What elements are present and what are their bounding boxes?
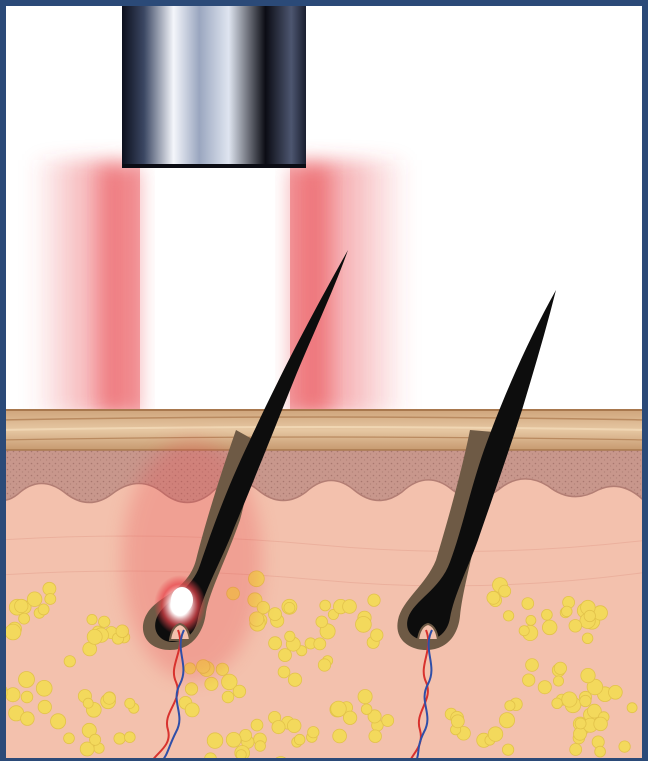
fat-cell	[526, 615, 536, 625]
fat-cell	[45, 594, 56, 605]
fat-cell	[595, 746, 606, 757]
fat-cell	[542, 620, 557, 635]
fat-cell	[356, 617, 372, 633]
fat-cell	[619, 741, 630, 752]
fat-cell	[562, 606, 573, 617]
fat-cell	[316, 616, 328, 628]
fat-cell	[488, 727, 503, 742]
fat-cell	[580, 695, 591, 706]
fat-cell	[523, 674, 535, 686]
fat-cell	[542, 609, 553, 620]
fat-cell	[552, 698, 563, 709]
fat-cell	[505, 701, 515, 711]
fat-cell	[205, 677, 218, 690]
fat-cell	[371, 629, 383, 641]
fat-cell	[21, 691, 33, 703]
fat-cell	[451, 715, 464, 728]
fat-cell	[19, 672, 35, 688]
fat-cell	[99, 616, 110, 627]
fat-cell	[15, 599, 28, 612]
fat-cell	[368, 594, 380, 606]
fat-cell	[233, 685, 246, 698]
fat-cell	[570, 744, 582, 756]
fat-cell	[269, 608, 282, 621]
fat-cell	[287, 719, 301, 733]
fat-cell	[64, 733, 75, 744]
fat-cell	[361, 704, 372, 715]
fat-cell	[522, 598, 534, 610]
fat-cell	[584, 610, 595, 621]
fat-cell	[575, 718, 586, 729]
fat-cell	[185, 683, 197, 695]
fat-cell	[318, 659, 330, 671]
fat-cell	[51, 714, 66, 729]
fat-cell	[103, 692, 115, 704]
fat-cell	[314, 638, 326, 650]
fat-cell	[554, 662, 566, 674]
fat-cell	[272, 721, 285, 734]
fat-cell	[308, 727, 319, 738]
fat-cell	[369, 730, 382, 743]
fat-cell	[526, 659, 539, 672]
fat-cell	[538, 681, 551, 694]
fat-cell	[269, 637, 282, 650]
fat-cell	[87, 629, 102, 644]
fat-cell	[581, 668, 595, 682]
fat-cell	[503, 611, 513, 621]
laser-applicator	[122, 0, 306, 168]
fat-cell	[83, 698, 93, 708]
fat-cell	[627, 703, 637, 713]
fat-cell	[278, 666, 290, 678]
fat-cell	[21, 712, 35, 726]
fat-cell	[251, 719, 263, 731]
fat-cell	[609, 685, 623, 699]
fat-cell	[294, 734, 305, 745]
fat-cell	[519, 626, 529, 636]
fat-cell	[284, 602, 295, 613]
fat-cell	[487, 591, 500, 604]
fat-cell	[285, 631, 295, 641]
fat-cell	[499, 713, 514, 728]
laser-beam	[30, 160, 410, 415]
fat-cell	[64, 656, 75, 667]
fat-cell	[569, 620, 582, 633]
fat-cell	[279, 649, 292, 662]
fat-cell	[331, 701, 347, 717]
fat-cell	[358, 690, 372, 704]
fat-cell	[36, 680, 52, 696]
fat-cell	[255, 741, 266, 752]
fat-cell	[288, 673, 301, 686]
fat-cell	[125, 698, 135, 708]
fat-cell	[90, 734, 101, 745]
fat-cell	[222, 691, 234, 703]
fat-cell	[582, 633, 593, 644]
fat-cell	[207, 733, 223, 749]
fat-cell	[502, 744, 513, 755]
fat-cell	[343, 600, 357, 614]
skin-surface	[0, 410, 648, 450]
fat-cell	[116, 625, 129, 638]
fat-cell	[382, 715, 394, 727]
fat-cell	[5, 624, 21, 640]
fat-cell	[6, 688, 20, 702]
fat-cell	[226, 732, 241, 747]
fat-cell	[87, 614, 97, 624]
fat-cell	[333, 729, 347, 743]
fat-cell	[320, 600, 331, 611]
fat-cell	[124, 732, 135, 743]
fat-cell	[114, 733, 125, 744]
fat-cell	[185, 703, 199, 717]
fat-cell	[38, 604, 49, 615]
fat-cell	[499, 585, 511, 597]
fat-cell	[27, 592, 42, 607]
fat-cell	[594, 717, 608, 731]
fat-cell	[553, 676, 563, 686]
fat-cell	[562, 692, 577, 707]
fat-cell	[38, 700, 51, 713]
